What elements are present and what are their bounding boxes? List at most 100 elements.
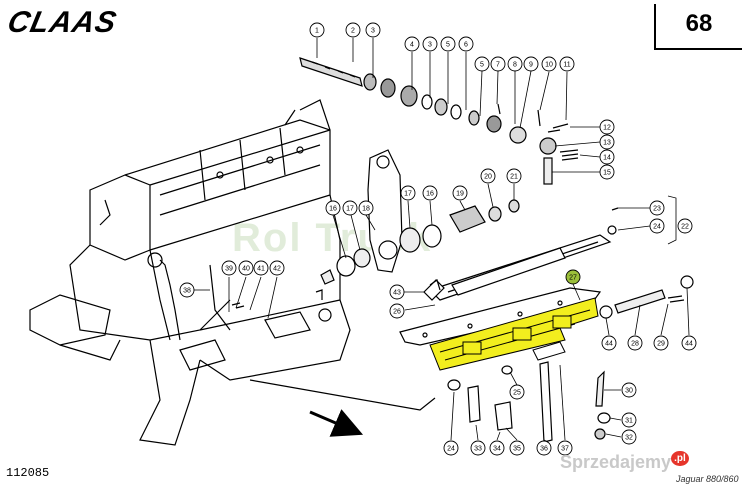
callout-number: 16 — [329, 206, 337, 213]
rail-parts — [399, 234, 612, 346]
callout-number: 22 — [681, 224, 689, 231]
callout-number: 36 — [540, 446, 548, 453]
callout: 21 — [506, 168, 522, 184]
callout-number: 43 — [393, 290, 401, 297]
callout-number: 11 — [563, 62, 570, 69]
callout-number: 23 — [653, 206, 661, 213]
callout: 36 — [536, 440, 552, 456]
page-number-box: 68 — [654, 4, 742, 50]
callout: 35 — [509, 440, 525, 456]
callout-number: 7 — [496, 62, 500, 69]
drawing-number: 112085 — [6, 466, 50, 480]
callout-number: 19 — [456, 191, 464, 198]
callout-number: 33 — [474, 446, 482, 453]
callout: 22 — [677, 218, 693, 234]
model-note: Jaguar 880/860 — [676, 474, 739, 484]
callout: 37 — [557, 440, 573, 456]
callout-number: 16 — [426, 191, 434, 198]
callout: 15 — [599, 164, 615, 180]
callout-highlighted: 27 — [565, 269, 581, 285]
callout-number: 42 — [273, 266, 281, 273]
callout: 18 — [358, 200, 374, 216]
callout: 29 — [653, 335, 669, 351]
callout-number: 37 — [561, 446, 569, 453]
callout: 41 — [253, 260, 269, 276]
callout: 32 — [621, 429, 637, 445]
chassis-frame — [29, 99, 436, 446]
callout-number: 25 — [513, 390, 521, 397]
marketplace-watermark: Sprzedajemy.pl — [560, 451, 689, 473]
callout: 20 — [480, 168, 496, 184]
watermark-badge: .pl — [671, 451, 689, 466]
callout-number: 41 — [257, 266, 265, 273]
callout: 44 — [601, 335, 617, 351]
callout: 5 — [440, 36, 456, 52]
callout-number: 39 — [225, 266, 233, 273]
callout-number: 44 — [685, 341, 693, 348]
callout-number: 5 — [480, 62, 484, 69]
callout-number: 8 — [513, 62, 517, 69]
shaft-assembly — [299, 57, 579, 185]
callout: 16 — [325, 200, 341, 216]
callout: 24 — [443, 440, 459, 456]
callout: 5 — [474, 56, 490, 72]
pin-parts — [231, 207, 694, 443]
callout-number: 10 — [545, 62, 553, 69]
callout: 44 — [681, 335, 697, 351]
callout-number: 24 — [447, 446, 455, 453]
callout-number: 21 — [510, 174, 518, 181]
callout: 43 — [389, 284, 405, 300]
callout-number: 9 — [529, 62, 533, 69]
callout: 25 — [509, 384, 525, 400]
callout: 3 — [422, 36, 438, 52]
callout: 38 — [179, 282, 195, 298]
callout: 40 — [238, 260, 254, 276]
callout-number: 26 — [393, 309, 401, 316]
callout-number: 17 — [346, 206, 354, 213]
callout: 1 — [309, 22, 325, 38]
callout-number: 24 — [653, 224, 661, 231]
callout: 42 — [269, 260, 285, 276]
callout-number: 44 — [605, 341, 613, 348]
callout: 28 — [627, 335, 643, 351]
callout: 9 — [523, 56, 539, 72]
callout-number: 3 — [428, 42, 432, 49]
callout-number: 17 — [404, 191, 412, 198]
callout: 13 — [599, 134, 615, 150]
callout: 19 — [452, 185, 468, 201]
callout: 23 — [649, 200, 665, 216]
direction-arrow — [309, 409, 364, 437]
callout: 30 — [621, 382, 637, 398]
callout-number: 30 — [625, 388, 633, 395]
callout-number: 40 — [242, 266, 250, 273]
callout-number: 38 — [183, 288, 191, 295]
callout-number: 35 — [513, 446, 521, 453]
page-number: 68 — [685, 10, 713, 37]
callout: 10 — [541, 56, 557, 72]
callout: 8 — [507, 56, 523, 72]
callout-number: 31 — [625, 418, 633, 425]
callout: 34 — [489, 440, 505, 456]
callout: 17 — [342, 200, 358, 216]
callout: 4 — [404, 36, 420, 52]
callout-number: 27 — [569, 275, 577, 282]
callout-number: 15 — [603, 170, 611, 177]
highlighted-part-27 — [429, 297, 599, 371]
callout-number: 3 — [371, 28, 375, 35]
leader-lines — [194, 38, 690, 443]
callout: 12 — [599, 119, 615, 135]
callout: 39 — [221, 260, 237, 276]
callout-number: 18 — [362, 206, 370, 213]
watermark-text: Sprzedajemy — [560, 452, 672, 472]
callout-number: 6 — [464, 42, 468, 49]
callout-number: 5 — [446, 42, 450, 49]
callout: 33 — [470, 440, 486, 456]
callout-number: 34 — [493, 446, 501, 453]
callout-number: 2 — [351, 28, 355, 35]
callout: 2 — [345, 22, 361, 38]
callout-number: 29 — [657, 341, 665, 348]
callout: 6 — [458, 36, 474, 52]
callout-number: 1 — [315, 28, 319, 35]
